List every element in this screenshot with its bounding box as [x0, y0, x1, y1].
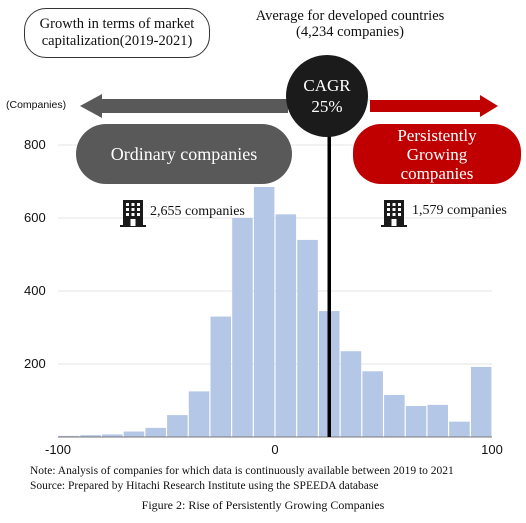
cagr-line1: CAGR: [303, 76, 351, 95]
y-tick-label: 600: [24, 210, 46, 225]
histogram-bar: [384, 395, 405, 437]
note-text: Note: Analysis of companies for which da…: [30, 465, 454, 477]
histogram-bar: [253, 186, 275, 437]
ordinary-count: 2,655 companies: [150, 204, 245, 219]
ordinary-companies-label: Ordinary companies: [76, 124, 292, 184]
y-tick-label: 400: [24, 283, 46, 298]
market-box-line2: capitalization(2019-2021): [41, 33, 193, 49]
note-block: Note: Analysis of companies for which da…: [30, 464, 454, 494]
histogram-bar: [167, 415, 188, 437]
histogram-bar: [123, 431, 145, 437]
persistently-growing-label: Persistently Growing companies: [353, 124, 521, 184]
source-text: Source: Prepared by Hitachi Research Ins…: [30, 480, 379, 492]
direction-arrows: [80, 94, 498, 118]
market-box-line1: Growth in terms of market: [39, 16, 195, 32]
histogram-bar: [188, 391, 210, 437]
histogram-bar: [232, 218, 253, 437]
cagr-line2: 25%: [311, 97, 343, 116]
developed-average-label: Average for developed countries (4,234 c…: [250, 8, 450, 40]
x-tick-label: 100: [481, 442, 503, 457]
histogram-bar: [470, 366, 492, 437]
y-axis-units-label: (Companies): [6, 99, 67, 111]
histogram-bar: [102, 434, 123, 437]
figure-caption: Figure 2: Rise of Persistently Growing C…: [141, 498, 385, 512]
y-tick-label: 800: [24, 137, 46, 152]
avg-line1: Average for developed countries: [255, 8, 445, 24]
y-tick-label: 200: [24, 356, 46, 371]
histogram-bar: [210, 316, 231, 437]
left-arrow-body: [100, 99, 288, 113]
office-building-icon: [381, 200, 407, 227]
office-building-icon: [120, 200, 146, 227]
cagr-circle: CAGR 25%: [286, 55, 368, 137]
left-arrowhead: [80, 94, 102, 118]
histogram-bar: [340, 351, 362, 437]
avg-line2: (4,234 companies): [296, 24, 404, 40]
histogram-bar: [275, 214, 297, 437]
histogram-bar: [362, 371, 383, 437]
histogram-bar: [405, 405, 427, 437]
histogram-bar: [80, 435, 101, 437]
x-tick-label: 0: [271, 442, 279, 457]
histogram-bar: [427, 404, 448, 437]
right-arrow-body: [370, 100, 484, 112]
persistent-count: 1,579 companies: [412, 203, 507, 218]
x-tick-label: -100: [44, 442, 72, 457]
histogram-bar: [297, 239, 318, 437]
persist-line3: companies: [400, 163, 474, 183]
histogram-bar: [449, 421, 470, 437]
histogram-bar: [58, 435, 80, 437]
histogram-bar: [145, 427, 166, 437]
persist-line2: Growing: [406, 144, 468, 164]
persist-line1: Persistently: [397, 125, 477, 145]
right-arrowhead: [480, 95, 498, 117]
market-cap-growth-box: Growth in terms of market capitalization…: [24, 8, 210, 58]
